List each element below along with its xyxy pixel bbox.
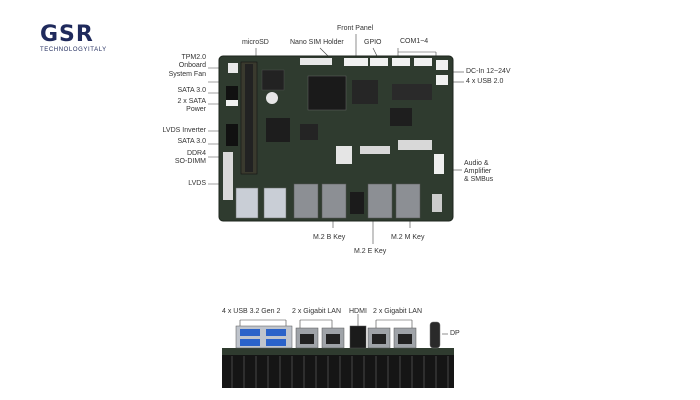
label-front-panel: Front Panel [337, 25, 374, 32]
label-usb20: 4 x USB 2.0 [466, 78, 504, 85]
label-m2-e-key: M.2 E Key [354, 248, 387, 255]
usb32-port-2 [266, 329, 286, 336]
chip-4 [390, 108, 412, 126]
label-usb32: 4 x USB 3.2 Gen 2 [222, 308, 281, 315]
hdmi-port-board [350, 192, 364, 214]
rear-dp [429, 321, 441, 349]
label-ddr4-line2: SO-DIMM [174, 158, 206, 165]
com-header-2 [414, 58, 432, 66]
nano-sim-holder [300, 58, 332, 65]
m2-socket-e [360, 146, 390, 154]
label-microsd: microSD [242, 39, 269, 46]
brand-logo: GSR TECHNOLOGYITALY [40, 22, 107, 54]
label-lan-1: 2 x Gigabit LAN [292, 308, 342, 315]
label-dc-in: DC-In 12~24V [466, 68, 511, 75]
m2-socket-m [398, 140, 432, 150]
label-nano-sim: Nano SIM Holder [290, 39, 344, 46]
label-com: COM1~4 [400, 38, 429, 45]
chip-6 [300, 124, 318, 140]
label-audio: Audio & Amplifier & SMBus [464, 160, 493, 184]
lvds-connector [223, 152, 233, 200]
heatsink [222, 354, 454, 388]
label-m2-m-key: M.2 M Key [391, 234, 425, 241]
label-audio-line3: & SMBus [464, 176, 494, 183]
gpio-header [370, 58, 388, 66]
chip-1 [261, 69, 285, 91]
chip-3 [392, 84, 432, 100]
rear-lan-1-jack [300, 334, 314, 344]
lan-port-4 [395, 183, 421, 219]
tpm-header [228, 63, 238, 73]
label-sata-2: SATA 3.0 [177, 138, 206, 145]
ddr4-slot-inner [245, 64, 253, 172]
label-system-fan: System Fan [168, 71, 206, 78]
label-tpm-line1: TPM2.0 [181, 54, 206, 61]
rear-lan-3-jack [372, 334, 386, 344]
label-audio-line2: Amplifier [464, 168, 492, 175]
sata-connector-2 [226, 124, 238, 146]
label-lvds-inverter: LVDS Inverter [162, 127, 206, 134]
heatsink-fins [231, 356, 449, 388]
label-sata-power: 2 x SATA Power [150, 98, 206, 114]
logo-subtext: TECHNOLOGYITALY [40, 47, 107, 53]
chip-5 [266, 118, 290, 142]
chip-2 [352, 80, 378, 104]
sata-power-connector [226, 100, 238, 106]
label-dp: DP [450, 330, 460, 337]
audio-header [434, 154, 444, 174]
label-ddr4: DDR4 SO-DIMM [150, 150, 206, 166]
label-tpm: TPM2.0 Onboard [150, 54, 206, 70]
usb32-port-4 [266, 339, 286, 346]
sata-connector-1 [226, 86, 238, 100]
usb32-port-left [235, 187, 259, 219]
lan-port-2 [321, 183, 347, 219]
dp-port-board [432, 194, 442, 212]
label-gpio: GPIO [364, 39, 382, 46]
label-lan-2: 2 x Gigabit LAN [373, 308, 423, 315]
rear-hdmi [349, 325, 367, 349]
label-m2-b-key: M.2 B Key [313, 234, 346, 241]
front-panel-header [344, 58, 368, 66]
lan-port-3 [367, 183, 393, 219]
label-sata-power-line2: Power [186, 106, 206, 113]
label-sata-1: SATA 3.0 [177, 87, 206, 94]
label-lvds: LVDS [188, 180, 206, 187]
lan-port-1 [293, 183, 319, 219]
com-header-1 [392, 58, 410, 66]
m2-socket-b [336, 146, 352, 164]
rear-lan-2-jack [326, 334, 340, 344]
label-ddr4-line1: DDR4 [186, 150, 206, 157]
logo-text: GSR [40, 22, 94, 47]
label-hdmi: HDMI [349, 308, 367, 315]
ce-mark [266, 92, 278, 104]
usb32-port-1 [240, 329, 260, 336]
soc-chip [307, 75, 347, 111]
pcb-edge-rear [222, 348, 454, 355]
usb20-header [436, 75, 448, 85]
rear-lan-4-jack [398, 334, 412, 344]
usb32-port-right [263, 187, 287, 219]
usb32-port-3 [240, 339, 260, 346]
label-sata-power-line1: 2 x SATA [177, 98, 206, 105]
label-audio-line1: Audio & [464, 160, 489, 167]
dc-in-connector [436, 60, 448, 70]
label-tpm-line2: Onboard [178, 62, 206, 69]
